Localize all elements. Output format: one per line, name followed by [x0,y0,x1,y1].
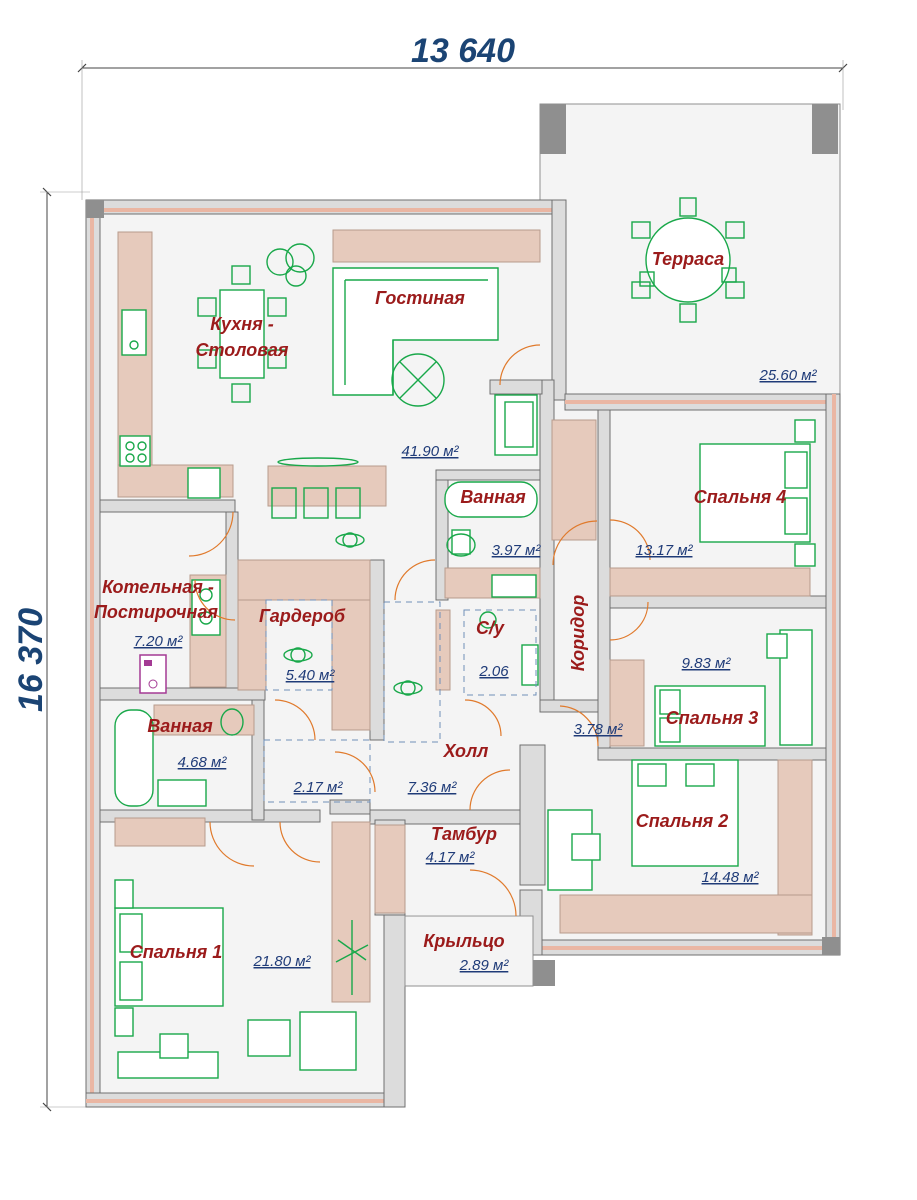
terrace-chairs [631,197,745,323]
room-labels: Терраса 25.60 м² Кухня - Столовая Гостин… [94,249,818,974]
bedroom2-furniture [547,759,813,936]
bath2-label: Ванная [147,716,213,736]
wc-label: С/у [476,618,505,638]
kitchen-chairs [197,265,287,403]
hall-person [393,680,423,696]
bedroom3-label: Спальня 3 [666,708,759,728]
dimension-height-label: 16 370 [12,608,50,712]
corridor-label: Коридор [568,595,588,671]
bedroom2-area: 14.48 м² [702,869,760,886]
boiler-label-line1: Котельная - [102,577,214,597]
bedroom4-label: Спальня 4 [694,487,787,507]
tambour-details [374,824,406,914]
hall-label: Холл [443,741,489,761]
bedroom1-area: 21.80 м² [253,953,312,970]
living-furniture [267,229,541,548]
bedroom1-label: Спальня 1 [130,942,223,962]
bedroom3-area: 9.83 м² [682,655,732,672]
wardrobe-person [283,647,313,663]
tambour-area: 4.17 м² [426,849,476,866]
hall-small-area: 2.17 м² [293,779,344,796]
hall-details [263,601,441,803]
doors [188,344,651,917]
bar-stools [271,487,361,519]
wardrobe-label: Гардероб [259,606,346,626]
boiler-label-line2: Постирочная [94,602,218,622]
person-figure [335,532,365,548]
tambour-label: Тамбур [431,824,497,844]
wc-area: 2.06 [478,663,509,680]
bath1-area: 3.97 м² [492,542,542,559]
boiler-furniture [139,574,227,694]
bedroom1-furniture [114,821,371,1079]
bath2-fixtures [114,704,255,847]
boiler-area: 7.20 м² [134,633,184,650]
corridor-area: 3.78 м² [574,721,624,738]
wardrobe-area: 5.40 м² [286,667,336,684]
kitchen-label-line1: Кухня - [210,314,274,334]
bath1-label: Ванная [460,487,526,507]
living-area: 41.90 м² [402,443,460,460]
kitchen-furniture [117,231,315,499]
bedroom4-area: 13.17 м² [636,542,694,559]
outer-walls [85,199,841,1108]
bedroom2-label: Спальня 2 [636,811,729,831]
dimension-width: 13 640 [77,32,848,200]
terrace-label: Терраса [652,249,724,269]
bath1-fixtures [444,481,541,599]
dimension-width-label: 13 640 [411,32,515,70]
porch-area: 2.89 м² [459,957,510,974]
hall-area: 7.36 м² [408,779,458,796]
porch [404,915,555,987]
bedroom3-furniture [609,629,813,747]
bath2-area: 4.68 м² [178,754,228,771]
kitchen-label-line2: Столовая [196,340,289,360]
dimension-height: 16 370 [12,187,100,1112]
wardrobe-furniture [237,559,371,731]
bedroom4-furniture [551,419,816,597]
terrace [539,103,841,395]
terrace-area: 25.60 м² [759,367,818,384]
porch-label: Крыльцо [423,931,504,951]
living-label: Гостиная [375,288,465,308]
house-floor [86,200,840,1107]
